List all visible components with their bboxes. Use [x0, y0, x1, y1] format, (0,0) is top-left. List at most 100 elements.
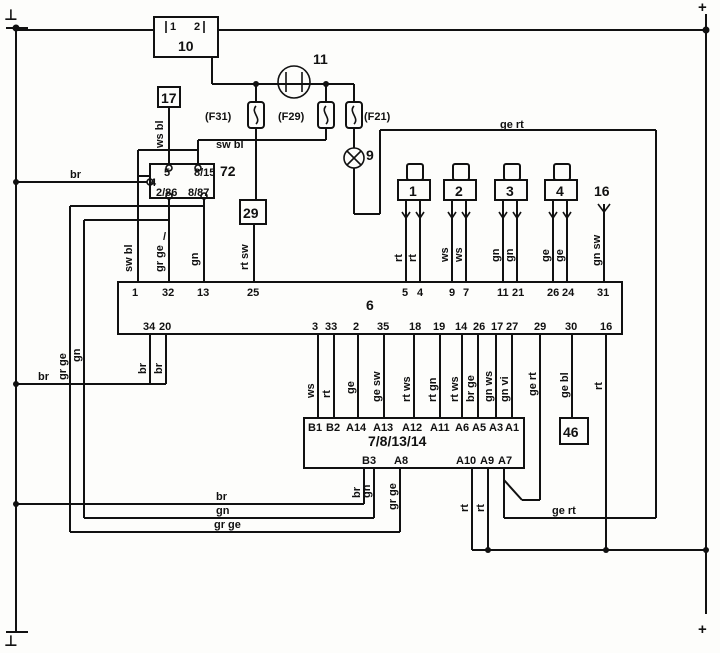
component-10: 1 2 10: [153, 16, 219, 58]
component-17: 17: [157, 86, 181, 108]
wire-br-b3: br: [351, 486, 363, 498]
c46-label: 46: [563, 424, 579, 440]
ground-rail: ⊥ ⊥: [4, 7, 28, 650]
wire-gr-ge-a8: gr ge: [387, 483, 399, 510]
conn-pin: A10: [456, 455, 476, 467]
wire-ws-7: ws: [453, 247, 465, 263]
wire-ge-24: ge: [554, 249, 566, 262]
wire-gn-sw-31: gn sw: [591, 234, 603, 266]
relay-pin-815: 8/15: [194, 167, 215, 179]
c10-pin-2: 2: [194, 21, 200, 33]
ecu-pin: 30: [565, 321, 577, 333]
component-11: 11: [277, 51, 328, 99]
fuse-f31: (F31): [205, 101, 265, 129]
ecu-pin: 20: [159, 321, 171, 333]
c11-label: 11: [313, 51, 328, 67]
conn-pin: A13: [373, 422, 393, 434]
wire-rt-5: rt: [393, 254, 405, 262]
wire-ge-rt-a7: ge rt: [552, 505, 576, 517]
conn-pin: A7: [498, 455, 512, 467]
wire-rt-16: rt: [593, 382, 605, 390]
conn-pin: A12: [402, 422, 422, 434]
wire-gn-b3: gn: [361, 484, 373, 498]
ecu-pin: 16: [600, 321, 612, 333]
wire-ge-2: ge: [345, 381, 357, 394]
ecu-pin: 31: [597, 287, 609, 299]
conn-pin: A9: [480, 455, 494, 467]
ecu-pin: 5: [402, 287, 408, 299]
injector-4-label: 4: [556, 183, 564, 199]
ecu-pin: 13: [197, 287, 209, 299]
ground-symbol-top: ⊥: [4, 7, 18, 24]
wire-rt-gn-19: rt gn: [427, 377, 439, 402]
ecu-pin: 34: [143, 321, 156, 333]
wire-rt-4: rt: [407, 254, 419, 262]
ecu-pin: 27: [506, 321, 518, 333]
fuse-f29: (F29): [278, 101, 335, 129]
wire-br-left: br: [70, 169, 82, 181]
ecu-pin: 9: [449, 287, 455, 299]
ecu-pin: 26: [473, 321, 485, 333]
relay-label: 72: [220, 163, 236, 179]
ecu-pin: 7: [463, 287, 469, 299]
wire-rt-sw-v: rt sw: [239, 244, 251, 270]
conn-pin: B2: [326, 422, 340, 434]
wire-ge-26: ge: [540, 249, 552, 262]
ecu-to-connector-wires: [317, 334, 607, 550]
injector-2: 2: [443, 163, 477, 282]
ecu-pin: 11: [497, 287, 509, 299]
conn-pin: A3: [489, 422, 503, 434]
ecu-pin: 32: [162, 287, 174, 299]
ecu-pin: 17: [491, 321, 503, 333]
wire-ge-rt-29: ge rt: [527, 372, 539, 396]
c29-label: 29: [243, 205, 259, 221]
conn-pin: A1: [505, 422, 519, 434]
ecu-pin: 3: [312, 321, 318, 333]
injector-4: 4: [544, 163, 578, 282]
wire-rt-ws-14: rt ws: [449, 376, 461, 402]
wire-rt-a10: rt: [459, 504, 471, 512]
ecu-pin: 14: [455, 321, 468, 333]
ecu-6: 6: [117, 281, 623, 335]
c16-label: 16: [594, 183, 610, 199]
wire-ws-9: ws: [439, 247, 451, 263]
wire-gr-ge-bottom: gr ge: [214, 519, 241, 531]
wire-ge-bl-30: ge bl: [559, 372, 571, 398]
connector-label: 7/8/13/14: [368, 433, 427, 449]
fuse-f21: (F21): [345, 101, 391, 129]
wire-rt-a9: rt: [475, 504, 487, 512]
wire-br-34: br: [137, 362, 149, 374]
plus-symbol-top: +: [698, 0, 707, 16]
ecu-pin: 29: [534, 321, 546, 333]
ecu-pin: 19: [433, 321, 445, 333]
ecu-pin: 2: [353, 321, 359, 333]
ecu-pin: 18: [409, 321, 421, 333]
wire-gn-21: gn: [504, 248, 516, 262]
wire-gr-ge-left: gr ge: [57, 353, 69, 380]
lamp-9-label: 9: [366, 147, 374, 163]
wire-gn-bottom: gn: [216, 505, 230, 517]
ecu-pin: 4: [417, 287, 424, 299]
wire-ws-bl: ws bl: [154, 120, 166, 149]
connector-top-pins: B1 B2 A14 A13 A12 A11 A6 A5 A3 A1: [308, 422, 519, 434]
wire-br-low: br: [38, 371, 50, 383]
ecu-pin: 25: [247, 287, 259, 299]
wire-gn-v: gn: [189, 252, 201, 266]
ecu-top-pins: 1 32 13 25 5 4 9 7 11 21 26 24 31: [132, 287, 609, 299]
conn-pin: A8: [394, 455, 408, 467]
ecu-pin: 33: [325, 321, 337, 333]
component-29: 29: [239, 199, 267, 225]
wire-br-ge-26: br ge: [465, 375, 477, 402]
conn-pin: B1: [308, 422, 322, 434]
ecu-pin: 26: [547, 287, 559, 299]
f29-label: (F29): [278, 111, 305, 123]
conn-pin: B3: [362, 455, 376, 467]
wire-sw-bl-v: sw bl: [123, 244, 135, 272]
wire-ge-rt-top: ge rt: [500, 119, 524, 131]
ecu-pin: 35: [377, 321, 389, 333]
plus-symbol-bottom: +: [698, 621, 707, 638]
wire-ws-3: ws: [305, 383, 317, 399]
component-16: 16: [594, 183, 611, 282]
